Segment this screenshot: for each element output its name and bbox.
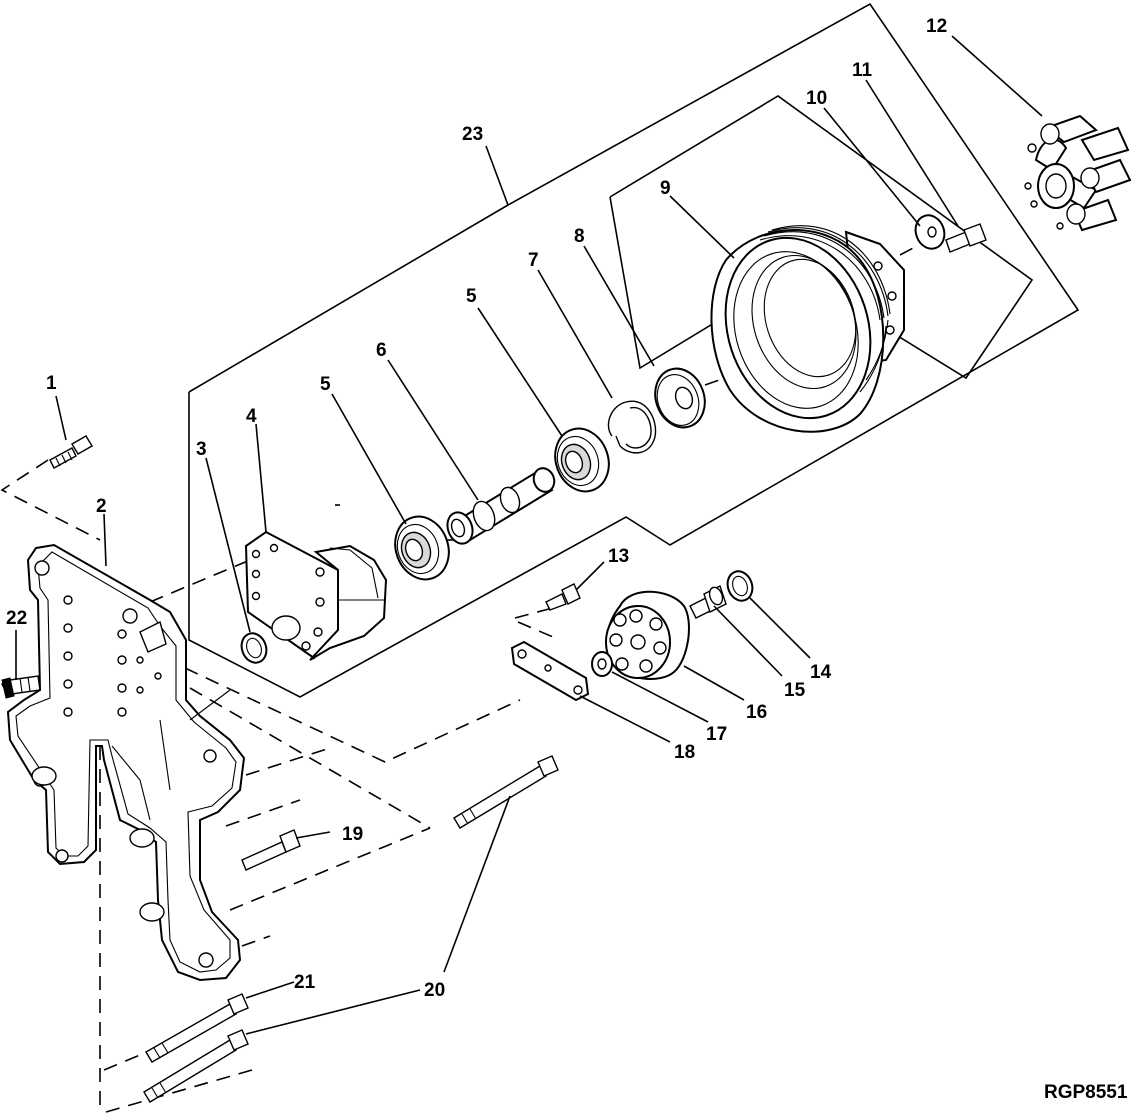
callout-8: 8: [574, 226, 585, 247]
bearing-part-5-left: [394, 515, 450, 581]
callout-11: 11: [852, 60, 873, 81]
long-bolt-part-21: [145, 993, 249, 1063]
callout-2: 2: [96, 496, 107, 517]
hub-part-16: [605, 590, 690, 680]
snap-ring-part-7: [607, 400, 657, 454]
callout-7: 7: [528, 250, 539, 271]
stud-part-15: [689, 585, 727, 619]
callout-16: 16: [746, 702, 767, 723]
figure-reference: RGP8551: [1044, 1082, 1128, 1103]
callout-3: 3: [196, 439, 207, 460]
bolt-part-13: [545, 583, 581, 611]
callout-13: 13: [608, 546, 629, 567]
bolt-part-22: [1, 675, 41, 699]
long-bolt-part-20-upper: [453, 755, 559, 829]
spacer-part-17: [591, 651, 613, 677]
callout-12: 12: [926, 16, 947, 37]
assembly-23-outline: [188, 2, 1080, 698]
link-part-18: [510, 640, 590, 702]
shaft-part-6: [446, 467, 556, 545]
callout-6: 6: [376, 340, 387, 361]
callout-1: 1: [46, 373, 57, 394]
callout-9: 9: [660, 178, 671, 199]
bolt-part-1: [49, 435, 93, 469]
callout-17: 17: [706, 724, 727, 745]
callout-labels: 1 2 3 4 5 5 6 7 8 9 10 11 12 13 14 15 16…: [6, 16, 947, 1001]
callout-20-upper: 20: [424, 980, 445, 1001]
callout-21: 21: [294, 972, 316, 993]
callout-14: 14: [810, 662, 832, 683]
callout-18: 18: [674, 742, 695, 763]
housing-part-4: [244, 530, 388, 661]
washer-part-10: [914, 214, 946, 250]
coupling-part-12: [1024, 114, 1132, 232]
callout-10: 10: [806, 88, 827, 109]
pulley-subassembly-outline: [609, 95, 1034, 380]
callout-5-right: 5: [466, 286, 477, 307]
bolt-part-11: [945, 223, 987, 253]
washer-part-14: [726, 570, 754, 602]
pulley-part-9: [710, 225, 905, 433]
callout-5-left: 5: [320, 374, 331, 395]
callout-19: 19: [342, 824, 363, 845]
mounting-bracket-part-2: [6, 543, 246, 982]
callout-4: 4: [246, 406, 257, 427]
callout-22: 22: [6, 608, 27, 629]
callout-15: 15: [784, 680, 806, 701]
bolt-part-19: [241, 829, 301, 871]
spacer-part-8: [654, 367, 706, 429]
leader-lines: [15, 35, 1043, 1035]
long-bolt-part-20-lower: [143, 1029, 249, 1103]
callout-23: 23: [462, 124, 483, 145]
seal-part-3: [240, 632, 268, 664]
bearing-part-5-right: [554, 427, 610, 493]
